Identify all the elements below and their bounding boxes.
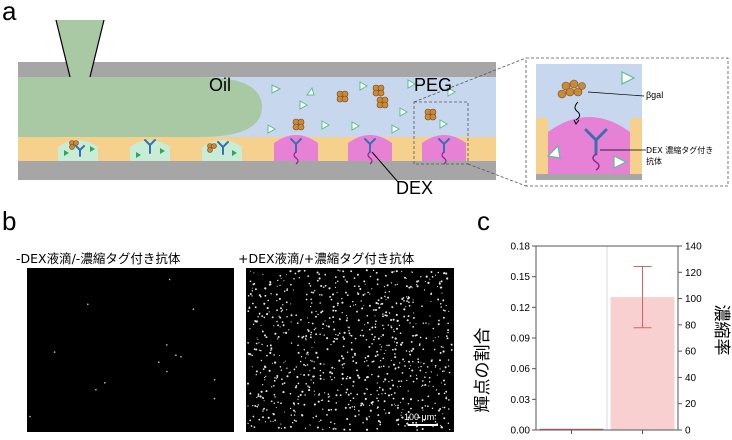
y-tick-label-2: 0.06	[511, 364, 531, 375]
oil-label: Oil	[209, 75, 231, 95]
y2-tick-label-6: 120	[685, 268, 702, 279]
inset-pillar-right	[630, 118, 642, 174]
y-tick-label-6: 0.18	[511, 242, 531, 253]
panel-a-diagram	[18, 19, 729, 187]
y2-tick-label-2: 40	[685, 373, 697, 384]
inset-antibody-label: 抗体	[646, 157, 662, 166]
inset-bottom-wall	[536, 174, 642, 180]
y-tick-label-1: 0.03	[511, 395, 531, 406]
y2-tick-label-1: 20	[685, 399, 697, 410]
y2-tick-label-4: 80	[685, 320, 697, 331]
panel-a-letter: a	[2, 0, 17, 26]
left-image-title: -DEX液滴/-濃縮タグ付き抗体	[16, 251, 181, 266]
well-triangles	[64, 146, 237, 158]
y-tick-label-3: 0.09	[511, 334, 531, 345]
dex-tags	[293, 151, 447, 165]
peg-triangles	[267, 79, 457, 134]
y-tick-label-5: 0.15	[511, 272, 531, 283]
y2-tick-label-3: 60	[685, 347, 697, 358]
channel-bottom-wall	[18, 161, 496, 180]
panel-c-letter: c	[477, 206, 490, 236]
y2-axis-label: 濃縮率	[712, 305, 731, 356]
y2-tick-label-0: 0	[685, 426, 691, 437]
right-image-title: +DEX液滴/+濃縮タグ付き抗体	[238, 251, 415, 266]
scalebar-label: 100 μm	[404, 412, 435, 422]
inset-bgal-label: βgal	[646, 90, 664, 100]
inset-bgal	[557, 79, 586, 99]
bgal-clusters	[69, 84, 437, 153]
inset-dex-tag-label: DEX 濃縮タグ付き	[646, 146, 714, 155]
antibodies	[75, 138, 450, 157]
right-microscope-image	[246, 268, 454, 432]
bar-chart: 輝点の割合 濃縮率 0.00 0.03 0.06 0.09 0.12 0.15 0.18 0 2…	[473, 242, 731, 437]
peg-label: PEG	[414, 75, 453, 95]
y2-tick-label-5: 100	[685, 294, 702, 305]
inlet-nozzle	[56, 20, 104, 77]
y2-tick-label-7: 140	[685, 242, 702, 253]
y-tick-label-4: 0.12	[511, 303, 531, 314]
left-microscope-image	[27, 268, 234, 432]
y-tick-label-0: 0.00	[511, 426, 531, 437]
y-axis-label: 輝点の割合	[473, 328, 492, 413]
dex-label: DEX	[396, 178, 434, 198]
channel-top-wall	[18, 62, 496, 77]
panel-b-letter: b	[2, 206, 17, 236]
inset-dex-droplet	[548, 117, 630, 174]
zoom-box	[413, 101, 469, 165]
oil-plug	[18, 77, 262, 137]
inset-pillar-left	[536, 118, 548, 174]
